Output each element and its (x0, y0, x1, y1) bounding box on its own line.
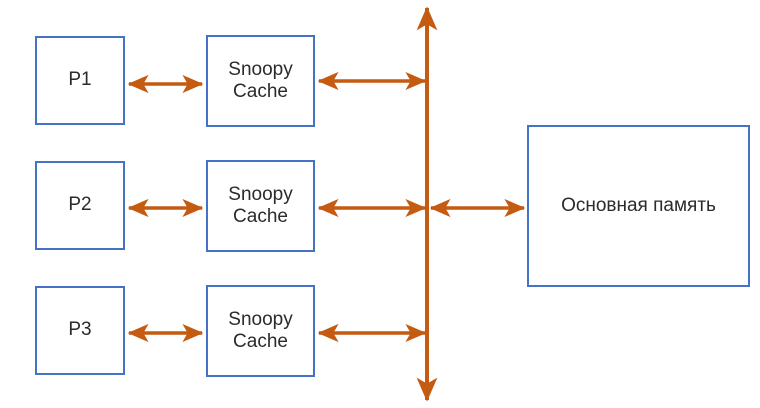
processor-box-p2[interactable]: P2 (35, 161, 125, 250)
snoopy-cache-label-3: Snoopy Cache (228, 308, 293, 352)
snoopy-cache-box-1[interactable]: Snoopy Cache (206, 35, 315, 127)
snoopy-cache-label-2: Snoopy Cache (228, 183, 293, 227)
main-memory-box[interactable]: Основная память (527, 125, 750, 287)
processor-label-p3: P3 (68, 319, 92, 341)
processor-box-p3[interactable]: P3 (35, 286, 125, 375)
processor-label-p1: P1 (68, 69, 92, 91)
main-memory-label: Основная память (561, 194, 716, 216)
snoopy-cache-label-1: Snoopy Cache (228, 58, 293, 102)
processor-box-p1[interactable]: P1 (35, 36, 125, 125)
snoopy-cache-box-3[interactable]: Snoopy Cache (206, 285, 315, 377)
snoopy-cache-box-2[interactable]: Snoopy Cache (206, 160, 315, 252)
processor-label-p2: P2 (68, 194, 92, 216)
